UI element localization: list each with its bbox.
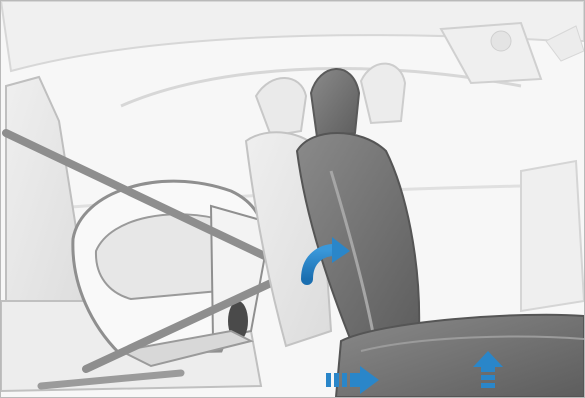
door-panel	[521, 161, 584, 311]
front-headrest	[311, 69, 359, 137]
overhead-light	[491, 31, 511, 51]
